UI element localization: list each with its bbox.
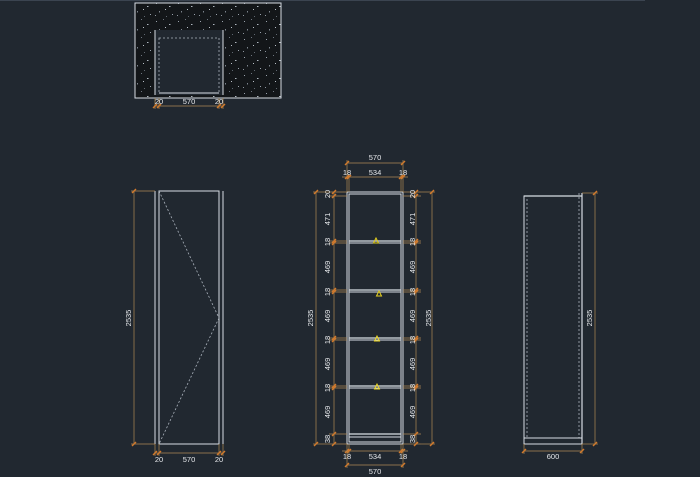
side-height-dimension: 2535	[582, 190, 598, 447]
front-dim-right: 20	[215, 455, 223, 464]
section-right-dim: 469	[408, 358, 417, 371]
section-view: 570 18 534 18 18 534 18	[306, 153, 435, 476]
section-dim-inner-width-top: 534	[369, 168, 382, 177]
side-dim-height: 2535	[585, 310, 594, 327]
section-right-dim: 18	[408, 288, 417, 296]
warning-triangle-icon	[373, 334, 381, 342]
front-height-dimension: 2535	[124, 188, 155, 447]
section-left-dim: 18	[323, 288, 332, 296]
section-dim-side-left-top: 18	[343, 168, 351, 177]
warning-triangle-icon	[373, 382, 381, 390]
side-depth-dimension: 600	[521, 444, 585, 461]
side-view: 2535 600	[521, 190, 598, 461]
section-dim-height-left: 2535	[306, 310, 315, 327]
front-dim-left: 20	[155, 455, 163, 464]
section-right-dim: 469	[408, 310, 417, 323]
section-right-dim: 18	[408, 384, 417, 392]
plan-dim-right: 20	[215, 97, 223, 106]
door-swing-line-lower	[158, 317, 220, 445]
carcass-outline	[346, 191, 404, 445]
section-left-dim: 38	[323, 435, 332, 443]
front-width-dimension-chain: 20 570 20	[152, 444, 226, 464]
section-left-dim: 469	[323, 261, 332, 274]
plan-dim-width: 570	[183, 97, 196, 106]
plan-view: 20 570 20	[134, 2, 282, 109]
plan-dimension-chain: 20 570 20	[152, 97, 226, 109]
section-dim-total-width-top: 570	[369, 153, 382, 162]
section-left-dim: 18	[323, 384, 332, 392]
cabinet-opening	[155, 30, 223, 95]
front-dim-height: 2535	[124, 310, 133, 327]
warning-triangle-icon	[372, 236, 380, 244]
section-right-dim: 18	[408, 238, 417, 246]
section-left-dim: 20	[323, 190, 332, 198]
front-view: 2535 20 570 20	[124, 188, 226, 464]
side-panel-outline	[523, 195, 583, 445]
section-bottom-dimension-chain: 18 534 18 570	[342, 444, 408, 476]
section-left-dim: 469	[323, 310, 332, 323]
plan-dim-left: 20	[155, 97, 163, 106]
door-swing-line-upper	[158, 190, 220, 319]
carcass-inner-outline	[348, 193, 402, 443]
section-left-dim: 18	[323, 238, 332, 246]
section-left-dimension-chain: 20 471 18 469 18 469 18 469 18 469 38 25…	[306, 189, 347, 447]
section-right-dim: 469	[408, 406, 417, 419]
side-dim-depth: 600	[547, 452, 560, 461]
section-right-dim: 471	[408, 213, 417, 226]
section-left-dim: 471	[323, 213, 332, 226]
section-dim-total-width-bottom: 570	[369, 467, 382, 476]
section-right-dimension-chain: 20 471 18 469 18 469 18 469 18 469 38 25…	[403, 189, 435, 447]
section-left-dim: 469	[323, 406, 332, 419]
front-dim-width: 570	[183, 455, 196, 464]
cabinet-door	[158, 190, 220, 445]
section-right-dim: 18	[408, 336, 417, 344]
section-dim-inner-width-bottom: 534	[369, 452, 382, 461]
section-top-dimension-chain: 570 18 534 18	[342, 153, 408, 192]
section-right-dim: 469	[408, 261, 417, 274]
section-right-dim: 20	[408, 190, 417, 198]
section-dim-height-right: 2535	[424, 310, 433, 327]
section-dim-side-right-top: 18	[399, 168, 407, 177]
shelf-markers	[372, 236, 383, 390]
section-right-dim: 38	[408, 435, 417, 443]
section-left-dim: 18	[323, 336, 332, 344]
section-left-dim: 469	[323, 358, 332, 371]
warning-triangle-icon	[375, 289, 383, 297]
